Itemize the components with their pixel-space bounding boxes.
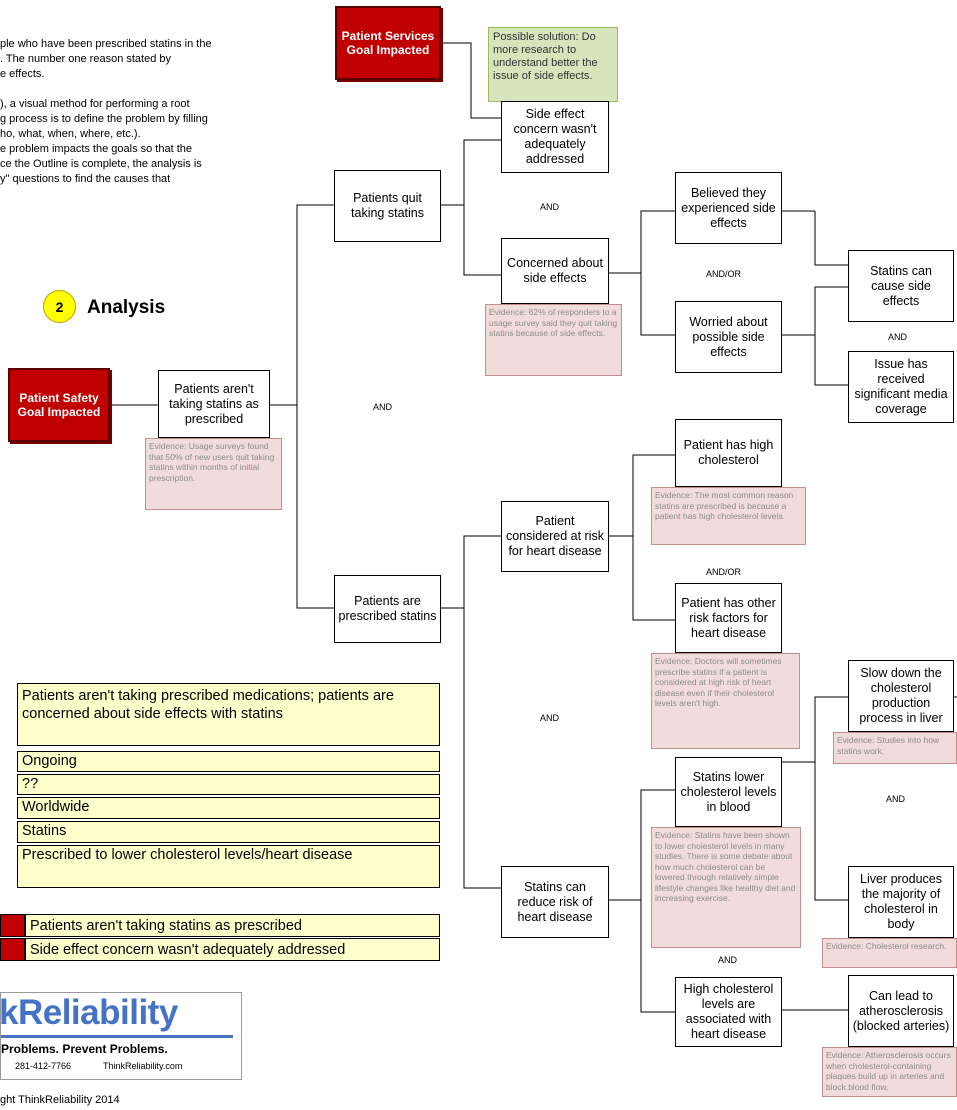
evidence-not-taking: Evidence: Usage surveys found that 50% o… [145,438,282,510]
cause-side-effect-concern[interactable]: Side effect concern wasn't adequately ad… [501,101,609,173]
logo-underline [1,1035,233,1038]
evidence-atherosclerosis: Evidence: Atherosclerosis occurs when ch… [822,1047,957,1097]
intro-line: ce the Outline is complete, the analysis… [0,158,202,170]
connector-and: AND [886,794,906,804]
outline-impact-services: Side effect concern wasn't adequately ad… [25,938,440,961]
intro-line: . The number one reason stated by [0,53,172,65]
logo-wordmark: kReliability [0,993,178,1032]
connector-and: AND [540,202,560,212]
cause-media-coverage[interactable]: Issue has received significant media cov… [848,351,954,423]
patient-safety-goal[interactable]: Patient Safety Goal Impacted [8,368,110,442]
connector-andor: AND/OR [706,567,742,577]
analysis-step-badge: 2 [43,290,76,323]
cause-risk-heart-disease[interactable]: Patient considered at risk for heart dis… [501,501,609,572]
cause-patients-quit[interactable]: Patients quit taking statins [334,170,441,242]
logo-phone: 281-412-7766 [15,1061,72,1071]
logo-website[interactable]: ThinkReliability.com [103,1061,183,1071]
cause-concerned-side-effects[interactable]: Concerned about side effects [501,238,609,304]
cause-liver-produces[interactable]: Liver produces the majority of cholester… [848,866,954,938]
intro-line: e problem impacts the goals so that the [0,143,192,155]
cause-high-cholesterol-associated[interactable]: High cholesterol levels are associated w… [675,977,782,1047]
outline-task: Prescribed to lower cholesterol levels/h… [17,845,440,888]
cause-other-risk-factors[interactable]: Patient has other risk factors for heart… [675,583,782,653]
connector-and: AND [373,402,393,412]
intro-line: e effects. [0,68,45,80]
impact-safety-marker [0,914,25,937]
cause-slow-down-production[interactable]: Slow down the cholesterol production pro… [848,660,954,732]
cause-statins-cause-side-effects[interactable]: Statins can cause side effects [848,250,954,322]
intro-line: ho, what, when, where, etc.). [0,128,141,140]
intro-line: g process is to define the problem by fi… [0,113,208,125]
evidence-slow-down: Evidence: Studies into how statins work. [833,732,957,764]
thinkreliability-logo: kReliability Problems. Prevent Problems.… [0,992,242,1080]
cause-atherosclerosis[interactable]: Can lead to atherosclerosis (blocked art… [848,975,954,1047]
intro-line: y" questions to find the causes that [0,173,171,185]
intro-line: ), a visual method for performing a root [0,98,190,110]
outline-impact-safety: Patients aren't taking statins as prescr… [25,914,440,937]
copyright: ght ThinkReliability 2014 [0,1094,120,1106]
outline-different: ?? [17,774,440,795]
cause-worried-side-effects[interactable]: Worried about possible side effects [675,301,782,373]
connector-and: AND [718,955,738,965]
impact-services-marker [0,938,25,961]
cause-prescribed-statins[interactable]: Patients are prescribed statins [334,575,441,643]
cause-high-cholesterol[interactable]: Patient has high cholesterol [675,419,782,487]
intro-line: ple who have been prescribed statins in … [0,38,212,50]
cause-statins-lower-cholesterol[interactable]: Statins lower cholesterol levels in bloo… [675,757,782,827]
logo-tagline: Problems. Prevent Problems. [1,1042,168,1056]
cause-not-taking-statins[interactable]: Patients aren't taking statins as prescr… [158,370,270,438]
evidence-liver: Evidence: Cholesterol research. [822,938,957,968]
possible-solution-note: Possible solution: Do more research to u… [488,27,618,102]
outline-problem: Patients aren't taking prescribed medica… [17,683,440,746]
connector-and: AND [888,332,908,342]
cause-reduce-risk[interactable]: Statins can reduce risk of heart disease [501,866,609,938]
evidence-concerned: Evidence: 62% of responders to a usage s… [485,304,622,376]
patient-services-goal[interactable]: Patient Services Goal Impacted [335,6,441,80]
outline-where: Worldwide [17,797,440,819]
evidence-high-cholesterol: Evidence: The most common reason statins… [651,487,806,545]
evidence-statins-lower: Evidence: Statins have been shown to low… [651,827,801,948]
connector-andor: AND/OR [706,269,742,279]
evidence-other-risk: Evidence: Doctors will sometimes prescri… [651,653,800,749]
outline-when: Ongoing [17,751,440,772]
outline-equipment: Statins [17,821,440,843]
connector-and: AND [540,713,560,723]
intro-text: ple who have been prescribed statins in … [0,37,212,187]
cause-believed-side-effects[interactable]: Believed they experienced side effects [675,172,782,244]
analysis-title: Analysis [87,297,166,318]
